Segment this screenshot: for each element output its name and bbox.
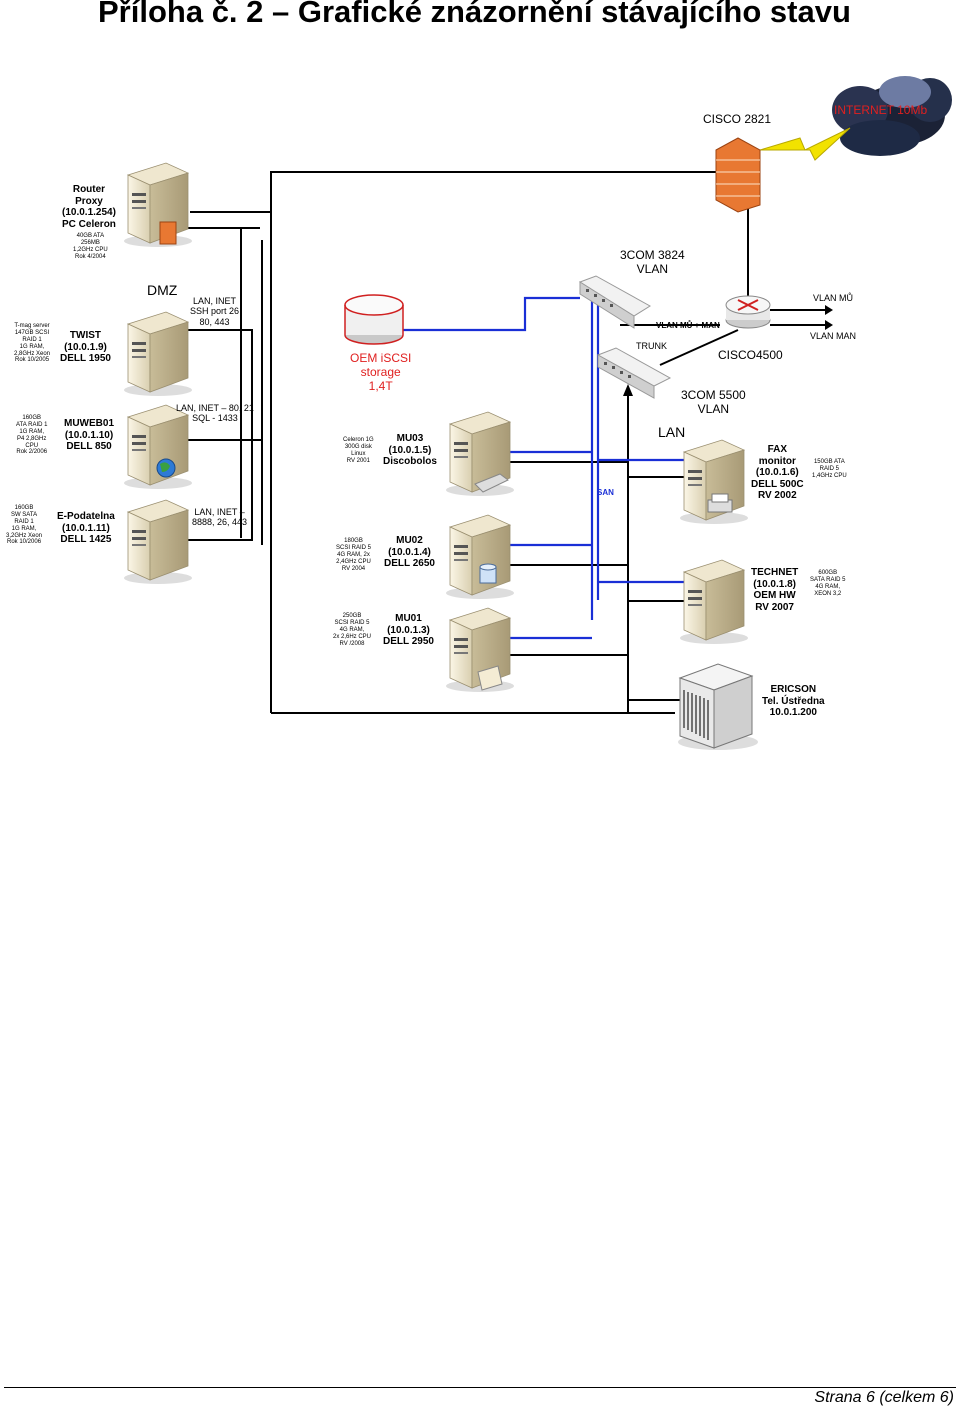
twist-spec: T-mag server 147GB SCSI RAID 1 1G RAM, 2… [14,323,51,364]
storage-line3: 1,4T [368,378,393,393]
router-name: Router Proxy (10.0.1.254) PC Celeron [62,184,116,230]
storage-line2: storage [360,364,401,379]
muweb01-ports: LAN, INET – 80, 21 SQL - 1433 [176,403,254,424]
mu03-name: MU03 (10.0.1.5) Discobolos [383,433,437,467]
server-technet-icon [679,559,749,645]
switch-3824-icon [578,275,651,329]
technet-spec: 600GB SATA RAID 5 4G RAM, XEON 3,2 [810,570,846,597]
server-router-icon [123,162,193,248]
server-mu02-icon [445,514,515,600]
ericson-pbx-icon [678,663,758,750]
dmz-label: DMZ [147,282,178,298]
switch-5500-icon [596,347,672,399]
cisco2821-label: CISCO 2821 [703,112,772,126]
lan-lines [188,171,825,714]
trunk-line [659,329,739,366]
muweb01-name: MUWEB01 (10.0.1.10) DELL 850 [64,418,115,452]
ericson-name: ERICSON Tel. Ústředna 10.0.1.200 [762,684,825,718]
lightning-icon [759,127,851,161]
fax-name: FAX monitor (10.0.1.6) DELL 500C RV 2002 [751,444,804,501]
storage-line1: OEM iSCSI [350,351,412,365]
com3824-line1: 3COM 3824 [620,248,685,262]
router-card-icon [159,221,177,245]
technet-name: TECHNET (10.0.1.8) OEM HW RV 2007 [751,567,799,613]
san-storage-line [402,296,580,332]
internet-label: INTERNET 10Mb [834,103,928,117]
internet-cloud [832,76,952,156]
firewall-icon [715,137,761,213]
epodatelna-spec: 160GB SW SATA RAID 1 1G RAM, 3,2GHz Xeon… [6,505,43,546]
vlan-mu-label: VLAN MŮ [813,293,854,303]
twist-ports: LAN, INET SSH port 26 80, 443 [190,296,240,327]
cisco4500-label: CISCO4500 [718,348,783,362]
printer-icon [707,493,733,513]
page-footer: Strana 6 (celkem 6) [814,1389,954,1406]
trunk-label: TRUNK [636,341,667,351]
page-title: Příloha č. 2 – Grafické znázornění stáva… [98,0,851,29]
database-icon [479,563,497,584]
mu01-spec: 250GB SCSI RAID 5 4G RAM, 2x 2,6Hz CPU R… [333,613,372,647]
router-spec: 40GB ATA 256MB 1,2GHz CPU Rok 4/2004 [73,233,108,260]
com3824-label: 3COM 3824 VLAN [620,248,685,277]
mu02-name: MU02 (10.0.1.4) DELL 2650 [384,535,435,569]
mu01-name: MU01 (10.0.1.3) DELL 2950 [383,613,434,647]
vlan-mu-man-label: VLAN MŮ + MAN [656,321,720,330]
storage-icon [344,294,404,345]
vlan-man-label: VLAN MAN [810,331,857,341]
lan-arrow [623,384,633,396]
com3824-line2: VLAN [636,261,669,276]
server-epodatelna-icon [123,499,193,585]
muweb01-spec: 160GB ATA RAID 1 1G RAM, P4 2,8GHz CPU R… [16,415,48,456]
vlan-mu-arrow [825,305,833,315]
lan-backbone-line [270,171,748,713]
fax-spec: 150GB ATA RAID 5 1,4GHz CPU [812,459,847,479]
cisco4500-icon [725,295,771,329]
footer-divider [4,1387,956,1388]
line-twist [188,329,253,541]
vlan-man-arrow [825,320,833,330]
scanner-icon [474,473,509,493]
com5500-line2: VLAN [697,401,730,416]
epodatelna-ports: LAN, INET – 8888, 26, 443 [192,507,248,528]
san-label: SAN [597,488,614,497]
epodatelna-name: E-Podatelna (10.0.1.11) DELL 1425 [57,511,115,545]
network-diagram [123,76,952,750]
document-icon [477,665,503,691]
com5500-line1: 3COM 5500 [681,388,746,402]
mu03-spec: Celeron 1G 300G disk Linux RV 2001 [343,437,374,464]
server-twist-icon [123,311,193,397]
storage-label: OEM iSCSI storage 1,4T [350,351,412,393]
twist-name: TWIST (10.0.1.9) DELL 1950 [60,330,111,364]
mu02-spec: 180GB SCSI RAID 5 4G RAM, 2x 2,4GHz CPU … [336,538,372,572]
com5500-label: 3COM 5500 VLAN [681,388,746,417]
lan-label: LAN [658,424,686,440]
san-lines [402,296,690,640]
